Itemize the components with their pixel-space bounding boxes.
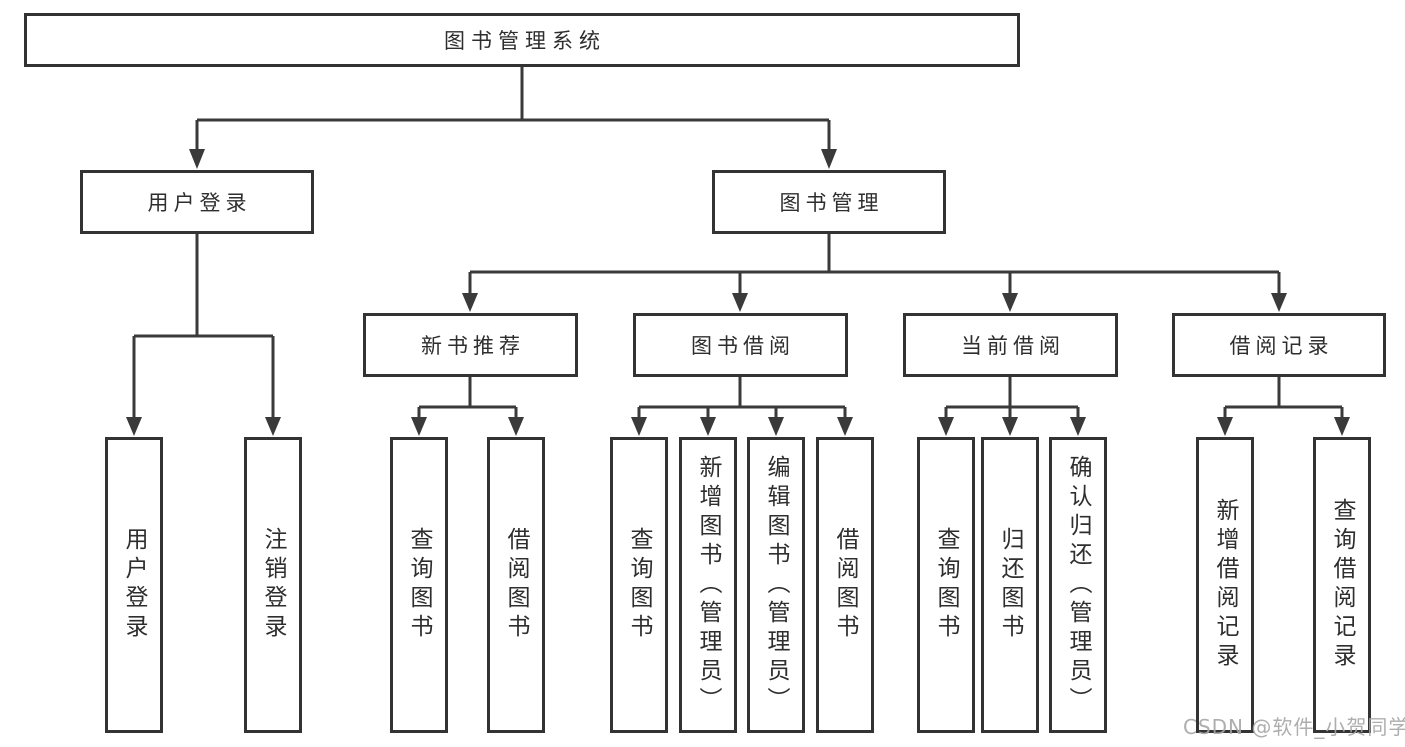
leaf-user-login: 用户登录 [105, 437, 163, 733]
leaf-query-book-recommend: 查询图书 [390, 437, 448, 733]
node-book-management: 图书管理 [712, 170, 946, 234]
node-borrowing-records: 借阅记录 [1172, 313, 1386, 377]
leaf-edit-book-admin: 编辑图书（管理员） [747, 437, 805, 733]
leaf-borrow-book-recommend: 借阅图书 [487, 437, 545, 733]
leaf-logout: 注销登录 [244, 437, 302, 733]
leaf-borrow-book: 借阅图书 [816, 437, 874, 733]
leaf-add-book-admin: 新增图书（管理员） [679, 437, 737, 733]
leaf-query-book-current: 查询图书 [917, 437, 975, 733]
leaf-add-borrow-record: 新增借阅记录 [1196, 437, 1254, 733]
leaf-query-book-borrow: 查询图书 [610, 437, 668, 733]
leaf-confirm-return-admin: 确认归还（管理员） [1049, 437, 1107, 733]
node-current-borrowing: 当前借阅 [903, 313, 1118, 377]
watermark: CSDN @软件_小贺同学 [1183, 715, 1405, 739]
node-new-book-recommend: 新书推荐 [363, 313, 578, 377]
leaf-return-book: 归还图书 [981, 437, 1039, 733]
node-user-login: 用户登录 [80, 170, 314, 234]
node-system-root: 图书管理系统 [24, 13, 1020, 67]
arrowheads [126, 149, 1350, 436]
leaf-query-borrow-record: 查询借阅记录 [1313, 437, 1371, 733]
node-book-borrowing: 图书借阅 [633, 313, 848, 377]
